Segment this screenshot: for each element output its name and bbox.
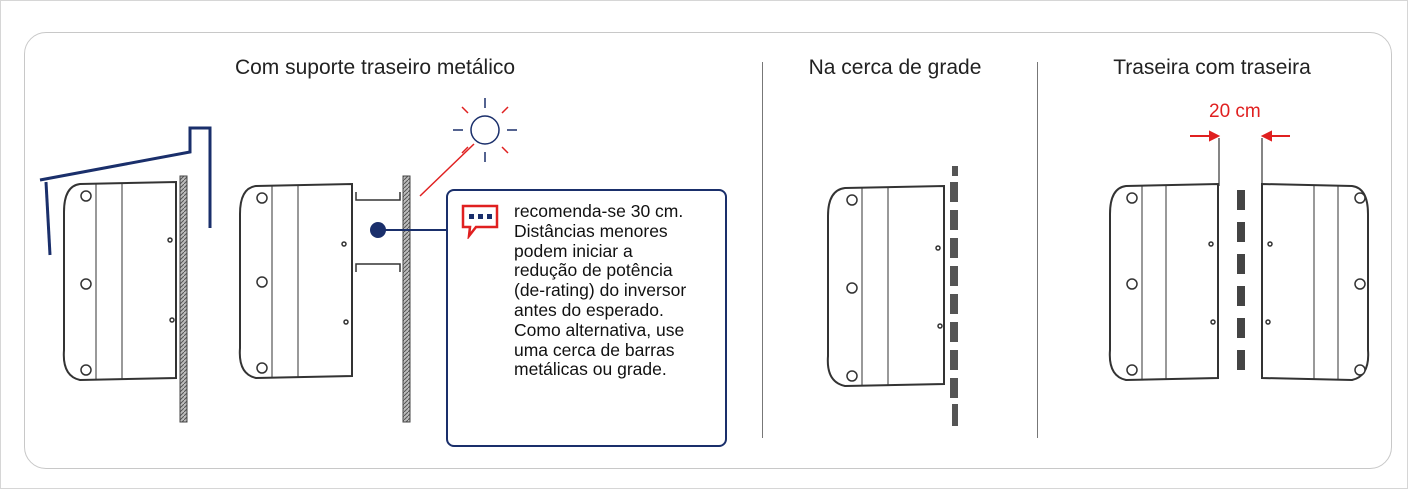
callout-line: uma cerca de barras bbox=[514, 339, 675, 360]
callout-line: Como alternativa, use bbox=[514, 319, 685, 340]
metal-bracket bbox=[355, 192, 401, 272]
sun-icon bbox=[419, 98, 517, 197]
inverter-icon bbox=[1261, 182, 1370, 382]
callout-line: redução de potência bbox=[514, 260, 673, 281]
grid-fence-bars bbox=[950, 166, 958, 426]
recommendation-callout: recomenda-se 30 cm. Distâncias menores p… bbox=[446, 189, 727, 447]
dimension-arrows bbox=[1190, 130, 1290, 142]
section-divider-1 bbox=[762, 62, 763, 438]
callout-line: podem iniciar a bbox=[514, 240, 633, 261]
inverter-icon bbox=[238, 182, 353, 380]
inverter-icon bbox=[1108, 182, 1219, 382]
callout-line: recomenda-se 30 cm. bbox=[514, 201, 684, 221]
callout-line: (de-rating) do inversor bbox=[514, 280, 687, 301]
title-metal-support: Com suporte traseiro metálico bbox=[234, 56, 516, 79]
callout-line: antes do esperado. bbox=[514, 299, 664, 320]
callout-pointer bbox=[370, 222, 446, 238]
wall-plate bbox=[179, 175, 188, 423]
speech-bubble-icon bbox=[461, 204, 499, 239]
inverter-icon bbox=[62, 180, 177, 382]
title-grid-fence: Na cerca de grade bbox=[808, 56, 982, 79]
callout-line: metálicas ou grade. bbox=[514, 359, 667, 380]
section-divider-2 bbox=[1037, 62, 1038, 438]
grid-fence-bars bbox=[1237, 190, 1245, 370]
callout-text: recomenda-se 30 cm. Distâncias menores p… bbox=[514, 201, 724, 380]
callout-line: Distâncias menores bbox=[514, 220, 668, 241]
dimension-lines bbox=[1218, 138, 1263, 186]
support-plate bbox=[402, 175, 411, 423]
dimension-label: 20 cm bbox=[1209, 101, 1261, 122]
inverter-icon bbox=[826, 184, 945, 388]
title-back-to-back: Traseira com traseira bbox=[1113, 56, 1311, 79]
building-outline bbox=[39, 126, 212, 256]
